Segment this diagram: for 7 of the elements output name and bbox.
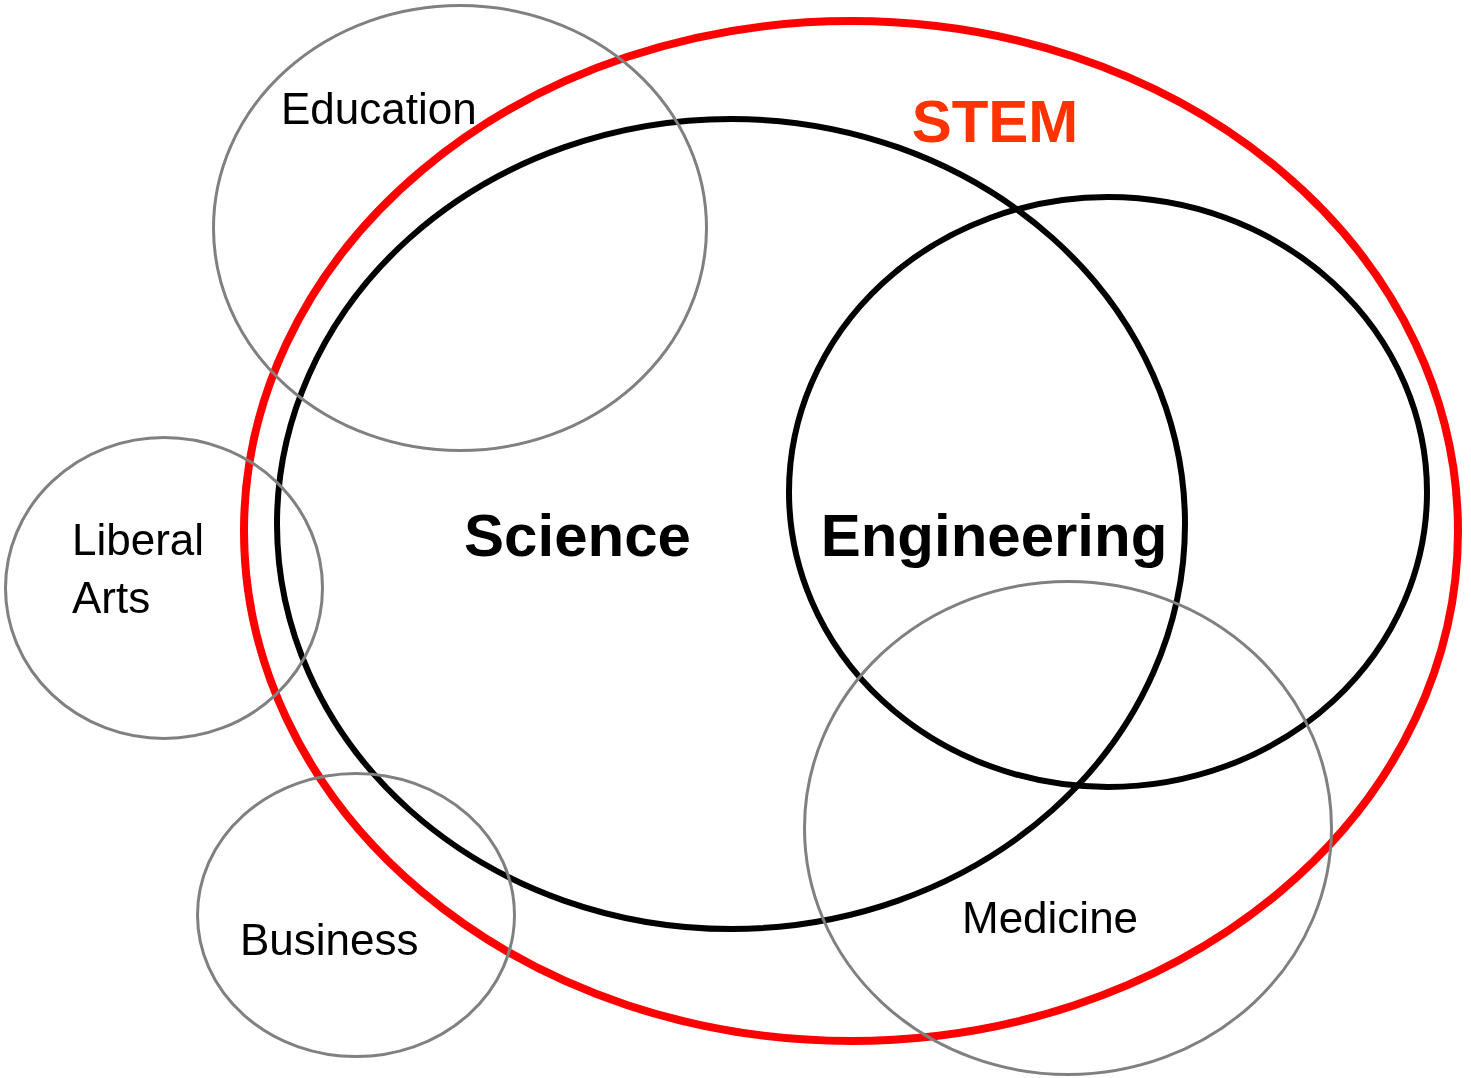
category-label: Liberal Arts xyxy=(72,514,206,625)
category-label: STEM xyxy=(910,87,1080,157)
category-label: Engineering xyxy=(819,501,1169,571)
category-label: Science xyxy=(463,501,692,571)
category-label: Education xyxy=(281,83,478,135)
category-label: Medicine xyxy=(962,892,1140,944)
category-label: Business xyxy=(240,914,420,966)
